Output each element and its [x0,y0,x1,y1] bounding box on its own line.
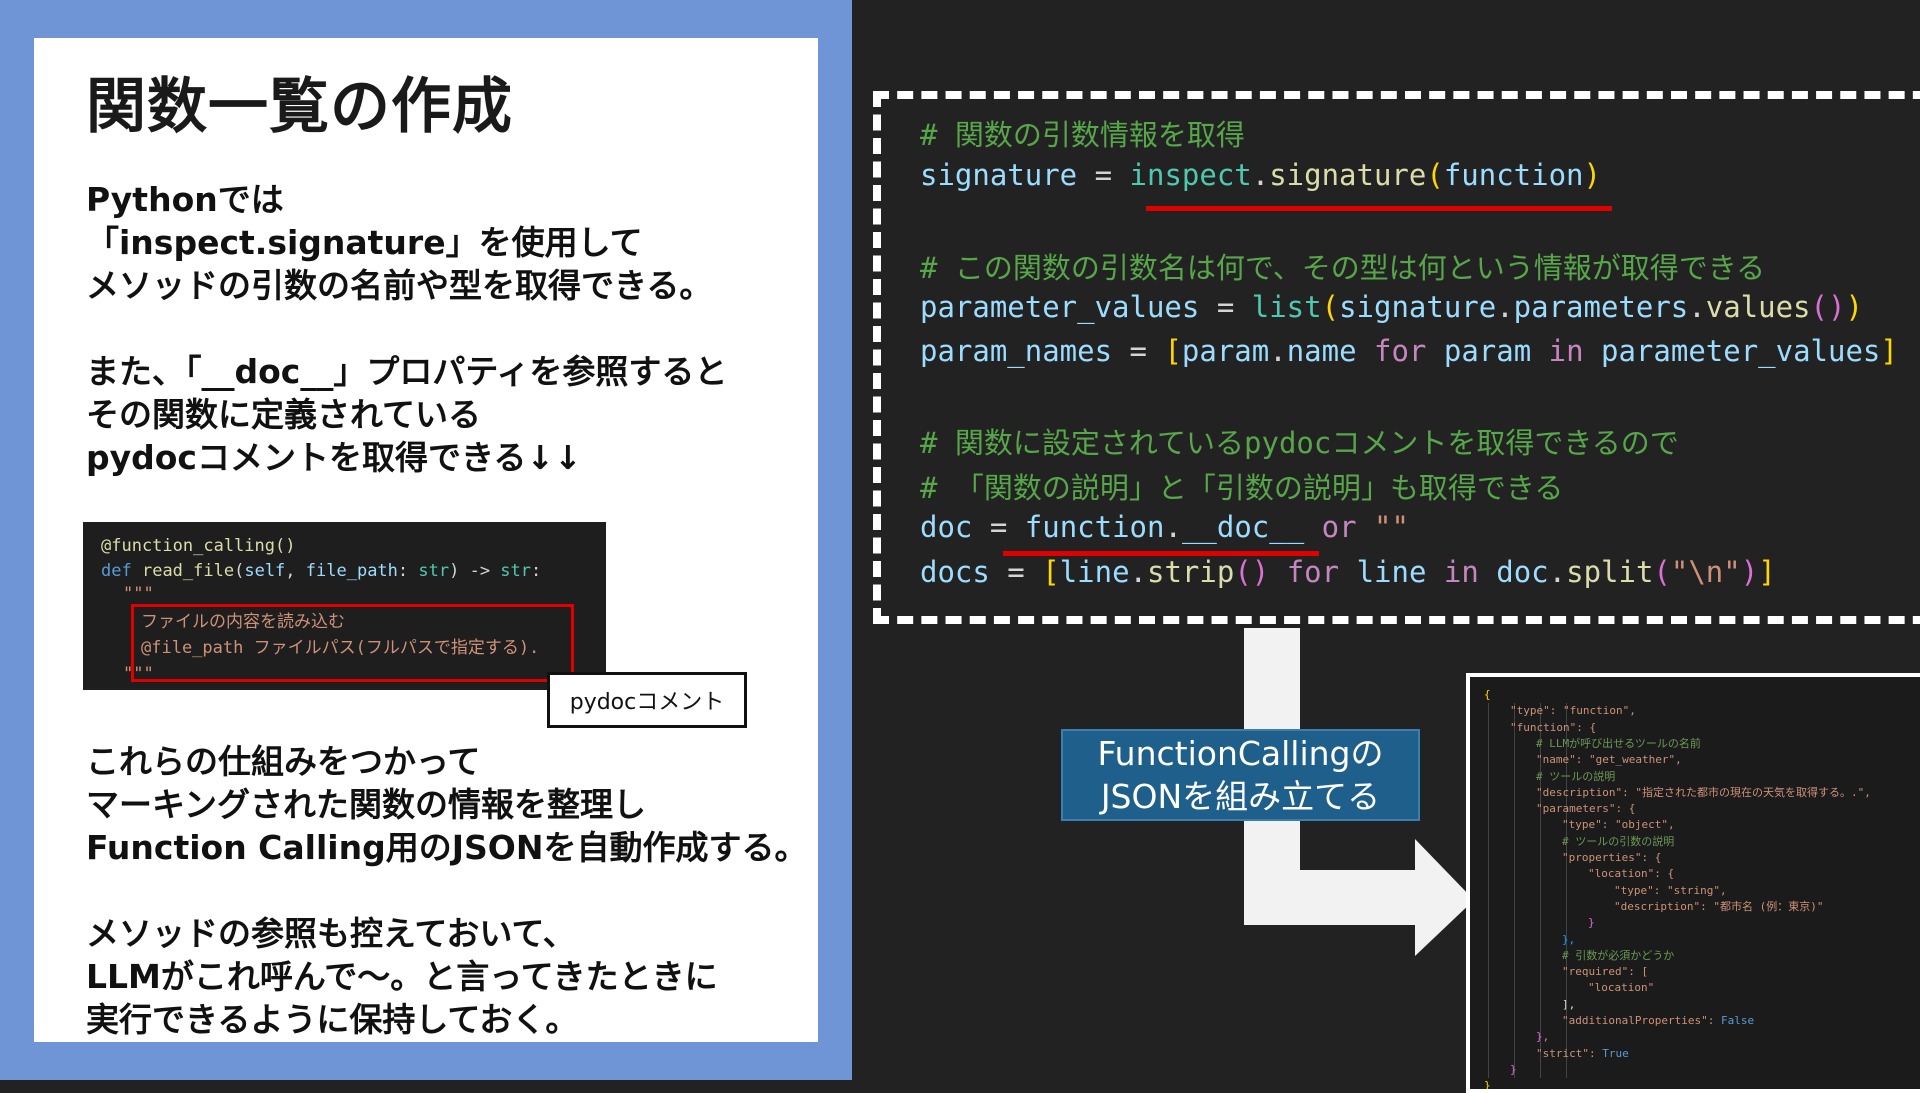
json-line: "strict": True [1536,1046,1629,1060]
json-line: }, [1562,932,1576,946]
docstring-line: ファイルの内容を読み込む [141,612,345,632]
code-comment: # 関数に設定されているpydocコメントを取得できるので [920,426,1679,460]
signature-underline [1146,206,1612,211]
paragraph-line: pydocコメントを取得できる↓↓ [86,438,582,477]
paragraph-line: これらの仕組みをつかって [86,742,481,781]
json-line: "description": "指定された都市の現在の天気を取得する。.", [1536,785,1871,799]
json-line: "description": "都市名 (例：東京)" [1614,899,1824,913]
json-line: "type": "string", [1614,883,1727,897]
paragraph-line: マーキングされた関数の情報を整理し [86,785,647,824]
paragraph-line: その関数に定義されている [86,395,482,434]
json-line: "function": { [1510,720,1597,734]
paragraph-inspect-signature: Pythonでは 「inspect.signature」を使用して メソッドの引… [86,178,712,307]
json-line: "additionalProperties": False [1562,1014,1755,1027]
json-line: } [1510,1062,1517,1076]
indent-guide [1514,703,1515,1079]
code-line-param-names: param_names = [param.name for param in p… [920,334,1898,368]
code-comment: # 「関数の説明」と「引数の説明」も取得できる [920,471,1564,505]
code-dashed-frame [873,91,1920,624]
json-line: "type": "function", [1510,704,1636,718]
indent-guide [1566,703,1567,1079]
json-line: } [1588,916,1595,930]
paragraph-doc-property: また、「__doc__」プロパティを参照すると その関数に定義されている pyd… [86,350,727,479]
json-output-panel: { "type": "function", "function": { # LLMが呼… [1466,673,1920,1093]
json-line: }, [1536,1030,1550,1044]
docstring-open: """ [123,584,154,604]
pydoc-code-snippet: @function_calling() def read_file(self, … [83,522,606,690]
pydoc-comment-label: pydocコメント [547,672,747,728]
code-line-signature: signature = inspect.signature(function) [920,158,1601,192]
code-comment: # この関数の引数名は何で、その型は何という情報が取得できる [920,251,1766,285]
json-comment-line: # LLMが呼び出せるツールの名前 [1536,736,1701,750]
code-line-doc: doc = function.__doc__ or "" [920,510,1409,544]
paragraph-line: また、「__doc__」プロパティを参照すると [86,352,728,391]
down-right-arrow-icon [1244,628,1474,956]
paragraph-line: LLMがこれ呼んで〜。と言ってきたときに [86,957,718,996]
json-line: "location": { [1588,867,1675,881]
code-line-docs: docs = [line.strip() for line in doc.spl… [920,555,1776,589]
json-line: "parameters": { [1536,802,1636,816]
docstring-line: @file_path ファイルパス(フルパスで指定する). [141,638,540,658]
json-line: "location" [1588,981,1655,995]
code-line-parameter-values: parameter_values = list(signature.parame… [920,290,1863,324]
callout-line: JSONを組み立てる [1100,777,1381,816]
json-line: ], [1562,997,1576,1011]
decorator-line: @function_calling() [101,536,296,556]
json-line: { [1484,688,1491,701]
paragraph-line: Pythonでは [86,180,284,219]
paragraph-line: メソッドの参照も控えておいて、 [86,914,576,953]
json-line: "required": [ [1562,965,1649,979]
doc-underline [1003,551,1319,556]
indent-guide [1488,703,1489,1079]
indent-guide [1540,703,1541,1079]
paragraph-keep-reference: メソッドの参照も控えておいて、 LLMがこれ呼んで〜。と言ってきたときに 実行で… [86,912,718,1041]
slide-title: 関数一覧の作成 [86,72,513,142]
json-line: "properties": { [1562,851,1662,864]
paragraph-line: メソッドの引数の名前や型を取得できる。 [86,266,713,305]
json-line: "name": "get_weather", [1536,753,1682,767]
json-line: } [1484,1079,1491,1093]
json-line: "type": "object", [1562,818,1675,832]
paragraph-auto-json: これらの仕組みをつかって マーキングされた関数の情報を整理し Function … [86,740,807,869]
json-comment-line: # 引数が必須かどうか [1562,948,1675,962]
paragraph-line: 実行できるように保持しておく。 [86,1000,579,1039]
json-comment-line: # ツールの説明 [1536,769,1616,783]
callout-line: FunctionCallingの [1097,734,1384,773]
docstring-highlight-box [131,604,574,682]
function-calling-callout: FunctionCallingの JSONを組み立てる [1061,729,1420,821]
paragraph-line: 「inspect.signature」を使用して [86,223,643,262]
code-comment: # 関数の引数情報を取得 [920,118,1245,152]
paragraph-line: Function Calling用のJSONを自動作成する。 [86,828,808,867]
def-line: def read_file(self, file_path: str) -> s… [101,561,542,581]
json-comment-line: # ツールの引数の説明 [1562,834,1675,848]
